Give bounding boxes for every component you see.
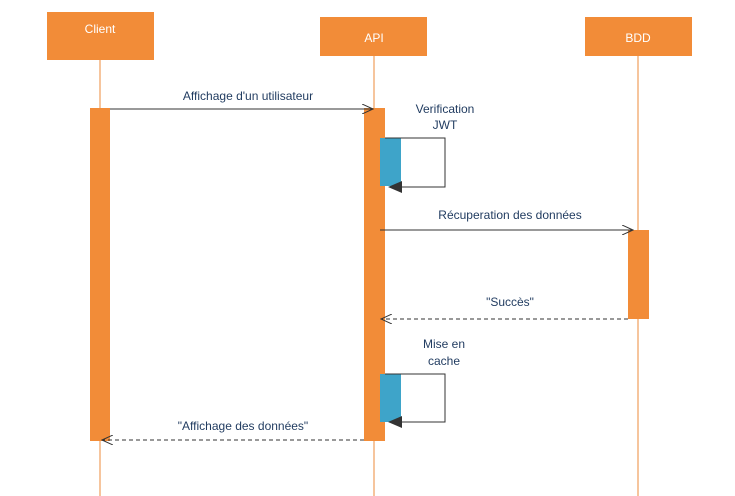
participant-api-box xyxy=(320,17,427,56)
message-label-affichage-donnees: "Affichage des données" xyxy=(178,419,308,433)
message-label-affichage-utilisateur: Affichage d'un utilisateur xyxy=(183,89,313,103)
message-label-jwt: JWT xyxy=(433,118,458,132)
message-label-succes: "Succès" xyxy=(486,295,534,309)
self-call-cache-line xyxy=(385,373,446,423)
participant-client-label: Client xyxy=(85,22,116,36)
message-label-mise-en: Mise en xyxy=(423,337,465,351)
self-activation-cache xyxy=(380,374,401,422)
self-call-cache-arrowhead xyxy=(388,416,402,428)
self-call-jwt-arrowhead xyxy=(388,181,402,193)
self-activation-jwt xyxy=(380,138,401,186)
participant-bdd-box xyxy=(585,17,692,56)
participant-api-label: API xyxy=(364,31,383,45)
activation-bdd xyxy=(628,230,649,319)
self-call-jwt-line xyxy=(385,137,446,188)
participant-bdd-label: BDD xyxy=(625,31,651,45)
message-label-recuperation: Récuperation des données xyxy=(438,208,581,222)
activation-api xyxy=(364,108,385,441)
message-label-cache: cache xyxy=(428,354,460,368)
activation-client xyxy=(90,108,110,441)
message-label-verification: Verification xyxy=(416,102,475,116)
participant-client-box xyxy=(47,12,154,60)
